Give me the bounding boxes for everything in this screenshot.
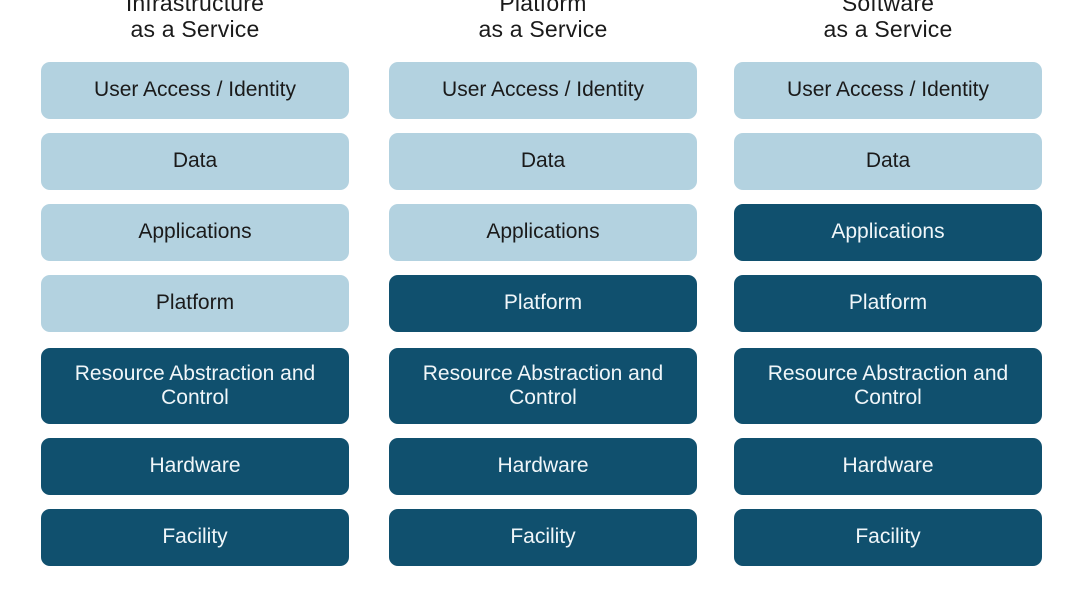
layer-applications: Applications (389, 204, 697, 261)
layer-resource-abstraction: Resource Abstraction and Control (41, 348, 349, 424)
layer-user-access: User Access / Identity (734, 62, 1042, 119)
layer-facility: Facility (389, 509, 697, 566)
layer-platform: Platform (389, 275, 697, 332)
column-title-line1: Software (841, 0, 935, 16)
layer-hardware: Hardware (41, 438, 349, 495)
column-title-line2: as a Service (130, 16, 260, 42)
layer-data: Data (389, 133, 697, 190)
layer-platform: Platform (41, 275, 349, 332)
column-title-paas: Platform as a Service (389, 0, 697, 42)
column-title-line1: Platform (499, 0, 587, 16)
layer-platform: Platform (734, 275, 1042, 332)
layer-user-access: User Access / Identity (41, 62, 349, 119)
layer-data: Data (41, 133, 349, 190)
layer-hardware: Hardware (389, 438, 697, 495)
column-saas: Software as a Service User Access / Iden… (734, 0, 1042, 580)
layer-hardware: Hardware (734, 438, 1042, 495)
column-title-iaas: Infrastructure as a Service (41, 0, 349, 42)
layer-facility: Facility (734, 509, 1042, 566)
column-paas: Platform as a Service User Access / Iden… (389, 0, 697, 580)
column-iaas: Infrastructure as a Service User Access … (41, 0, 349, 580)
layer-user-access: User Access / Identity (389, 62, 697, 119)
layer-facility: Facility (41, 509, 349, 566)
column-title-line1: Infrastructure (125, 0, 265, 16)
layer-data: Data (734, 133, 1042, 190)
column-title-line2: as a Service (478, 16, 608, 42)
layer-applications: Applications (41, 204, 349, 261)
layer-resource-abstraction: Resource Abstraction and Control (389, 348, 697, 424)
layer-applications: Applications (734, 204, 1042, 261)
column-title-line2: as a Service (823, 16, 953, 42)
column-title-saas: Software as a Service (734, 0, 1042, 42)
layer-resource-abstraction: Resource Abstraction and Control (734, 348, 1042, 424)
service-model-columns: Infrastructure as a Service User Access … (41, 0, 1042, 580)
